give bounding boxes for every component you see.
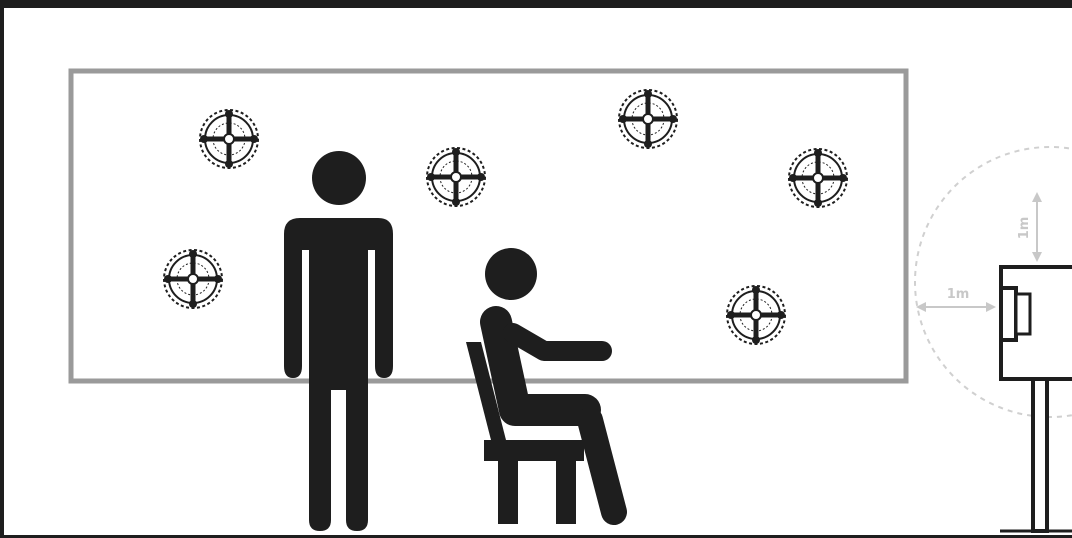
speaker-coverage-arc (914, 146, 1072, 418)
vertical-dimension-arrow: 1m (1017, 192, 1042, 262)
sensor-group (163, 89, 848, 345)
crosshair-sensor-icon (163, 249, 223, 309)
vertical-distance-label: 1m (1017, 217, 1032, 240)
horizontal-distance-label: 1m (947, 287, 970, 302)
standing-person-icon (284, 151, 393, 531)
crosshair-sensor-icon (788, 148, 848, 208)
horizontal-dimension-arrow: 1m (916, 287, 996, 312)
chair-icon (466, 342, 584, 524)
crosshair-sensor-icon (618, 89, 678, 149)
crosshair-sensor-icon (726, 285, 786, 345)
crosshair-sensor-icon (426, 147, 486, 207)
crosshair-sensor-icon (199, 109, 259, 169)
speaker-on-stand-icon (999, 265, 1072, 533)
seated-person-icon (480, 248, 627, 525)
